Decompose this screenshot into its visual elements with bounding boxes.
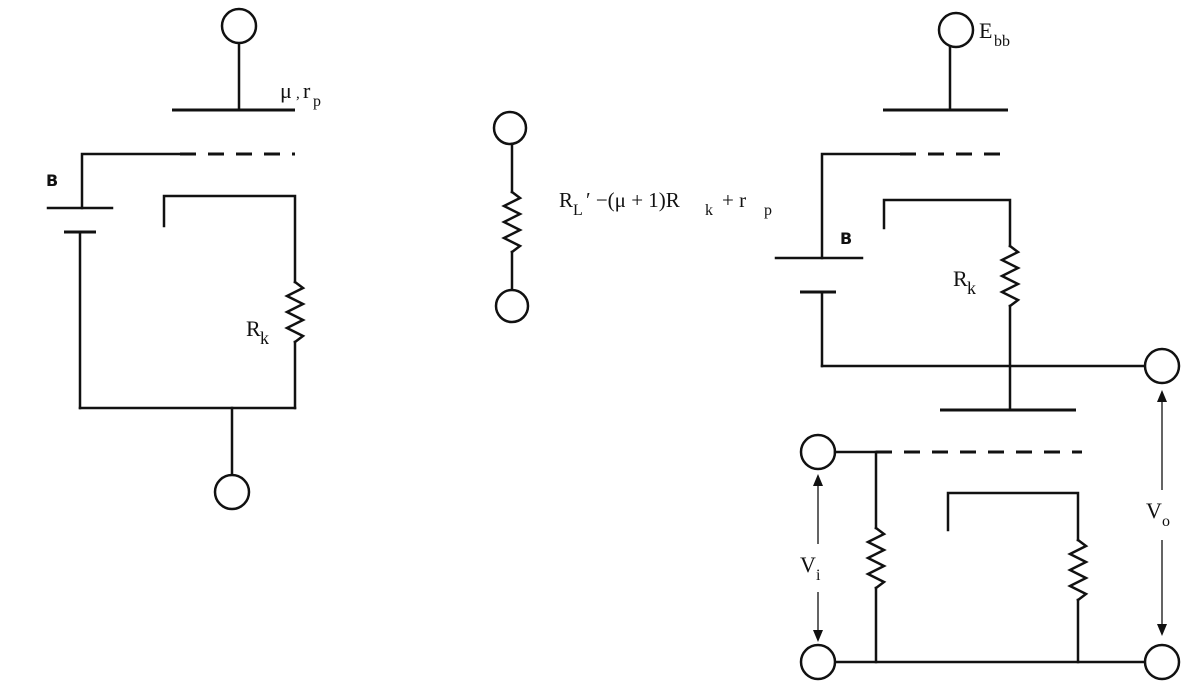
equiv-plus-r: + r [722,188,746,212]
vo-label: V [1146,498,1162,523]
right-battery-label: B [840,229,852,248]
right-circuit: E bb B R k [774,11,1181,681]
vi-subscript: i [816,567,821,584]
input-top-terminal[interactable] [799,433,837,471]
equiv-l-subscript: L [573,202,583,219]
rp-subscript: p [313,93,321,110]
equivalent-resistor [501,190,523,254]
middle-top-terminal[interactable] [492,110,528,146]
vi-arrowhead-down [813,630,823,642]
left-rk-label: R [246,316,261,341]
equivalent-resistance: R L ′ −(μ + 1)R k + r p [492,110,772,324]
equiv-p-subscript: p [764,202,772,219]
left-circuit: μ , r p B R k [46,7,321,511]
ebb-terminal[interactable] [937,11,975,49]
lower-tube-cathode [946,491,1080,542]
vo-arrowhead-down [1157,624,1167,636]
mu-rp-separator: , [296,86,300,102]
equiv-k-subscript: k [705,202,713,219]
equiv-expression: ′ −(μ + 1)R [586,188,680,212]
left-grid-wire [80,152,182,210]
grid-resistor [865,526,887,590]
left-bottom-terminal[interactable] [213,473,251,511]
vi-label: V [800,552,816,577]
left-top-terminal[interactable] [220,7,258,45]
right-rk-resistor [999,244,1021,308]
ebb-label: E [979,18,992,43]
lower-cathode-resistor [1067,538,1089,602]
vo-subscript: o [1162,513,1170,530]
mu-label: μ [280,78,292,103]
output-bottom-terminal[interactable] [1143,643,1181,681]
output-top-terminal[interactable] [1143,347,1181,385]
ebb-subscript: bb [994,33,1010,50]
upper-grid-wire [820,152,902,260]
middle-bottom-terminal[interactable] [494,288,530,324]
left-battery-label: B [46,171,58,190]
right-rk-subscript: k [967,278,976,298]
vo-arrowhead-up [1157,390,1167,402]
input-bottom-terminal[interactable] [799,643,837,681]
vi-arrowhead-up [813,474,823,486]
right-rk-label: R [953,266,968,291]
equiv-r-label: R [559,188,573,212]
rp-label: r [303,78,311,103]
left-rk-resistor [284,280,306,344]
left-cathode [162,194,297,284]
upper-tube-cathode [882,198,1012,248]
left-rk-subscript: k [260,328,269,348]
